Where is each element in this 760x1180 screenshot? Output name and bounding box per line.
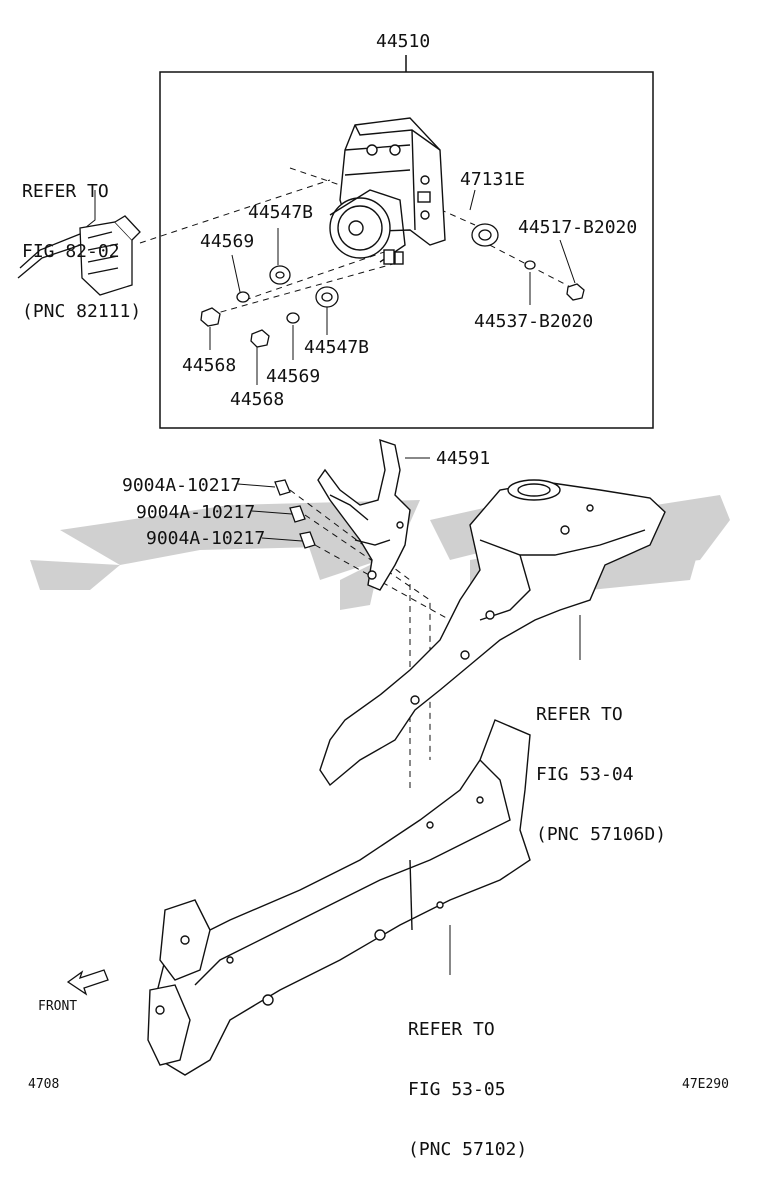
label-44569-bottom: 44569: [266, 366, 321, 387]
label-refer-fig-82-02: REFER TO FIG 82-02 (PNC 82111): [22, 181, 142, 322]
label-bolt-3: 9004A-10217: [146, 528, 266, 549]
abs-actuator: [329, 117, 446, 265]
washer-44537: [524, 260, 536, 270]
bracket-44591: [317, 438, 411, 591]
label-44517-b2020: 44517-B2020: [518, 217, 638, 238]
washer-44569-top: [236, 291, 250, 303]
nut-44568-bottom: [250, 329, 270, 348]
label-47131e: 47131E: [460, 169, 526, 190]
label-front: FRONT: [38, 999, 78, 1014]
label-refer-fig-53-05: REFER TO FIG 53-05 (PNC 57102): [408, 1019, 528, 1160]
label-bolt-1: 9004A-10217: [122, 475, 242, 496]
page-code-left: 4708: [28, 1077, 60, 1092]
washer-44569-bottom: [286, 312, 300, 324]
label-44591: 44591: [436, 448, 491, 469]
label-44547b-bottom: 44547B: [304, 337, 370, 358]
grommet-44547b-top: [269, 265, 291, 285]
label-44537-b2020: 44537-B2020: [474, 311, 594, 332]
leader-lines: [79, 167, 581, 975]
label-44568-bottom: 44568: [230, 389, 285, 410]
bolts-9004a: [274, 479, 316, 549]
grommet-44547b-bottom: [315, 286, 339, 308]
grommet-47131e: [471, 223, 499, 247]
label-refer-fig-53-04: REFER TO FIG 53-04 (PNC 57106D): [536, 704, 667, 845]
harness-connector: [17, 215, 141, 296]
label-bolt-2: 9004A-10217: [136, 502, 256, 523]
apron-member: [319, 479, 666, 787]
side-member: [147, 719, 531, 1076]
front-arrow-icon: [66, 969, 109, 996]
page-code-right: 47E290: [682, 1077, 729, 1092]
nut-44568-left: [200, 307, 221, 327]
parts-diagram: [17, 55, 730, 1076]
label-44510: 44510: [376, 31, 431, 52]
small-parts: [200, 223, 585, 549]
label-44547b-top: 44547B: [248, 202, 314, 223]
assembly-box: [159, 55, 654, 429]
label-44568-left: 44568: [182, 355, 237, 376]
nut-44517: [566, 283, 585, 301]
label-44569-top: 44569: [200, 231, 255, 252]
